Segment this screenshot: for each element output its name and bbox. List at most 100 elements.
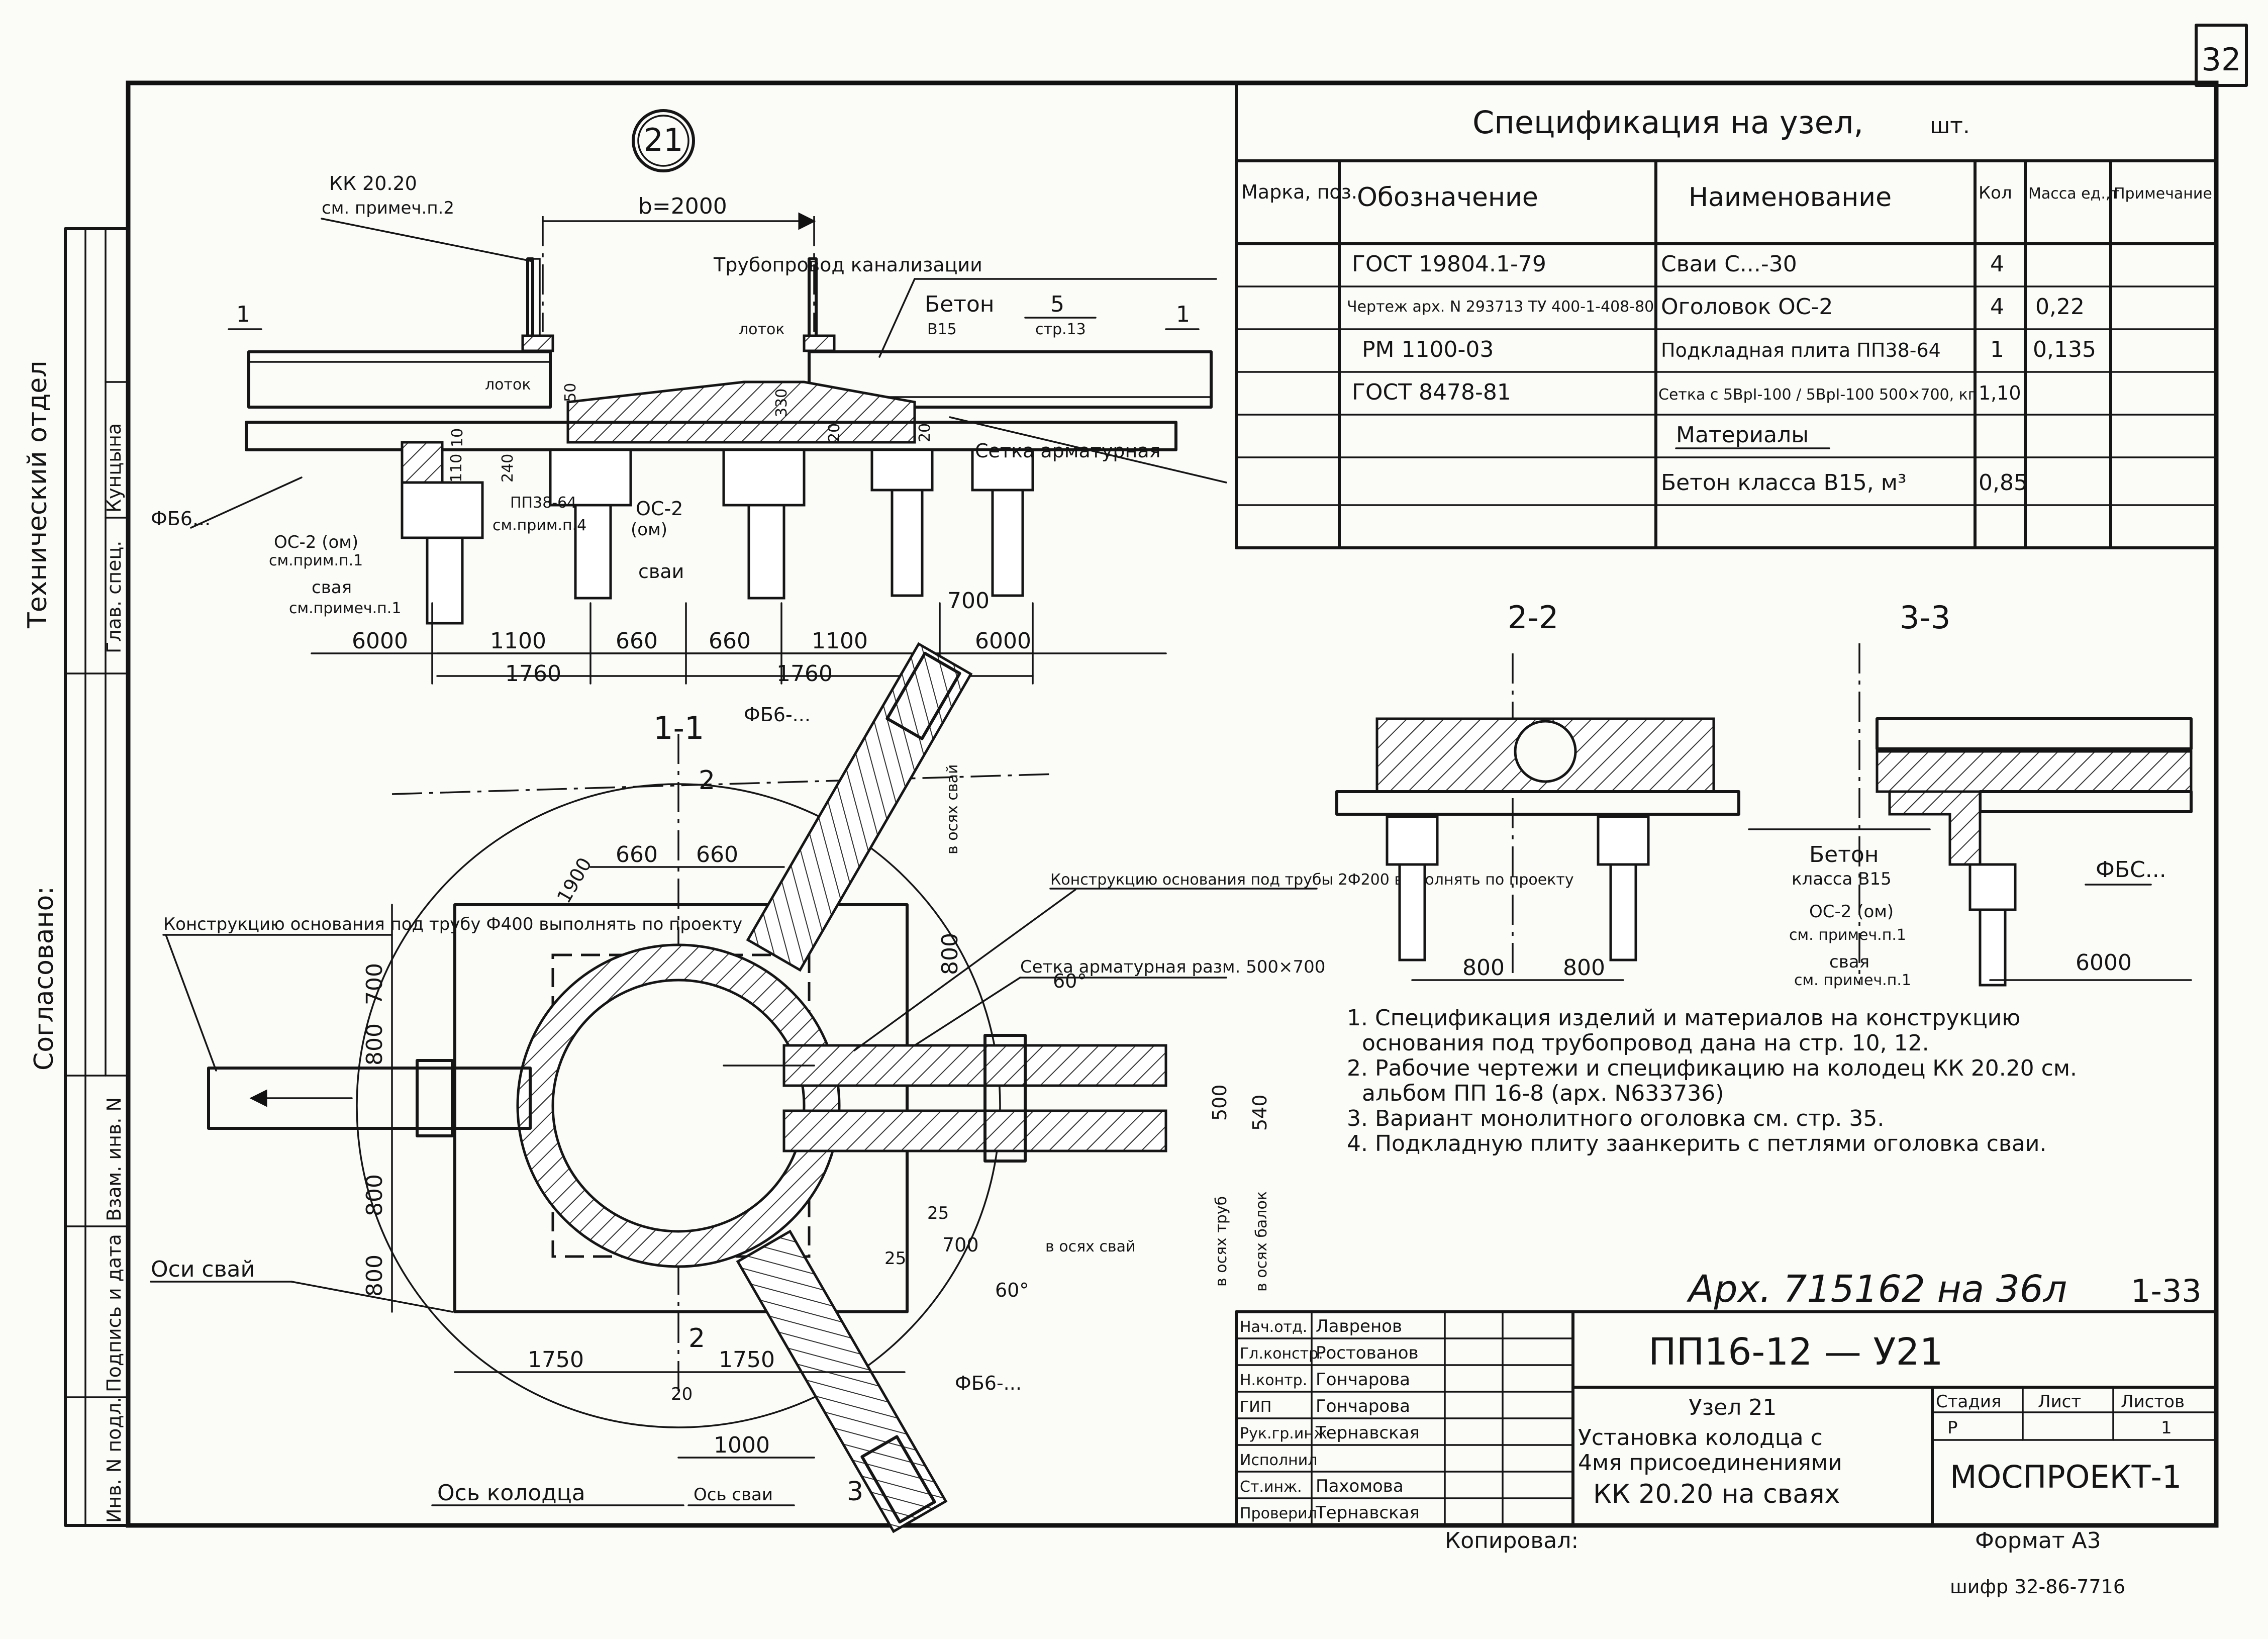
detail-ref: стр.13 <box>1035 321 1086 338</box>
stage-value: Р <box>1947 1418 1958 1438</box>
dim-660: 660 <box>696 842 738 867</box>
spec-row-name: Сваи С...-30 <box>1661 251 1797 277</box>
spec-header-note: Примечание <box>2114 185 2212 203</box>
spec-unit: шт. <box>1930 113 1970 139</box>
note-line: 3. Вариант монолитного оголовка см. стр.… <box>1347 1106 1884 1131</box>
role-name: Гончарова <box>1316 1396 1410 1416</box>
spec-row-designation: ГОСТ 19804.1-79 <box>1352 251 1546 277</box>
spec-table: Спецификация на узел, шт. Марка, поз. Об… <box>1235 81 2218 549</box>
dim-700: 700 <box>947 588 990 614</box>
role-label: Гл.констр. <box>1240 1345 1323 1363</box>
s33-svaya-note: см. примеч.п.1 <box>1794 972 1911 989</box>
dim-25: 25 <box>927 1203 949 1223</box>
om-label: (ом) <box>631 520 667 540</box>
spec-row-qty: 1 <box>1990 337 2004 362</box>
spec-title: Спецификация на узел, <box>1472 104 1863 141</box>
section-mark: 1 <box>1176 302 1190 327</box>
dim-1750: 1750 <box>528 1347 584 1373</box>
in-piles-label: в осях свай <box>944 764 961 854</box>
spec-row-name: Сетка с 5ВрI-100 / 5ВрI-100 500×700, кг <box>1658 386 1976 404</box>
dim-700b: 700 <box>942 1234 979 1256</box>
prim1-note: см.прим.п.1 <box>269 552 363 569</box>
sign-date-label: Подпись и дата <box>103 1234 125 1392</box>
dim-800: 800 <box>1462 955 1505 981</box>
s33-fbs: ФБС... <box>2096 857 2166 883</box>
role-name: Лавренов <box>1316 1316 1402 1336</box>
spec-row-qty: 4 <box>1990 251 2004 277</box>
dim-value: 1760 <box>505 661 561 687</box>
role-name: Пахомова <box>1316 1476 1404 1496</box>
drawing-code: ПП16-12 — У21 <box>1648 1330 1943 1374</box>
section-mark-2: 2 <box>688 1323 705 1354</box>
detail-number: 5 <box>1050 292 1064 317</box>
inv-orig-label: Инв. N подл. <box>103 1397 125 1523</box>
svai-label: сваи <box>638 560 684 583</box>
dim-800: 800 <box>362 1255 387 1297</box>
dim-value: 660 <box>616 628 658 654</box>
spec-header-mark: Марка, поз. <box>1241 181 1357 203</box>
role-label: Н.контр. <box>1240 1372 1307 1389</box>
page-number: 32 <box>2202 41 2241 78</box>
org-name: МОСПРОЕКТ-1 <box>1950 1459 2182 1495</box>
axis-piles-label: Оси свай <box>151 1257 255 1282</box>
spec-row-designation: Чертеж арх. N 293713 ТУ 400-1-408-80 <box>1347 298 1654 316</box>
stage-header: Стадия <box>1936 1392 2001 1412</box>
spec-row-designation: ГОСТ 8478-81 <box>1352 379 1511 405</box>
os2-label: ОС-2 <box>636 498 683 520</box>
inv-vzam-label: Взам. инв. N <box>103 1097 125 1221</box>
dim-800: 800 <box>362 1174 387 1216</box>
kk-note: см. примеч.п.2 <box>322 198 454 218</box>
spec-row-qty: 0,85 <box>1979 470 2028 496</box>
dim-value: 660 <box>709 628 751 654</box>
dim-800: 800 <box>362 1023 387 1066</box>
s33-os2-note: см. примеч.п.1 <box>1789 926 1906 944</box>
chief-spec-label: Глав. спец. <box>103 541 125 653</box>
s33-svaya: свая <box>1829 952 1869 972</box>
role-name: Гончарова <box>1316 1370 1410 1390</box>
dim-1900: 1900 <box>553 854 596 907</box>
concrete-class: В15 <box>927 321 957 338</box>
dim-1000: 1000 <box>714 1432 770 1458</box>
plan-mesh-label: Сетка арматурная разм. 500×700 <box>1020 957 1325 977</box>
note-line: 1. Спецификация изделий и материалов на … <box>1347 1005 2020 1031</box>
sheet-ref: 1-33 <box>2131 1273 2202 1309</box>
dim-800: 800 <box>937 933 963 975</box>
s33-os2: ОС-2 (ом) <box>1809 902 1894 922</box>
dim-20: 20 <box>671 1384 693 1404</box>
spec-row-name: Подкладная плита ПП38-64 <box>1661 339 1941 361</box>
spec-header-designation: Обозначение <box>1357 182 1538 213</box>
concrete-label: Бетон <box>925 292 995 317</box>
sheets-header: Листов <box>2121 1392 2185 1412</box>
dim-110: 110 <box>448 454 465 483</box>
spec-row-name: Материалы <box>1676 422 1809 448</box>
mesh-label: Сетка арматурная <box>975 440 1160 462</box>
format-label: Формат А3 <box>1975 1528 2101 1554</box>
notes: 1. Спецификация изделий и материалов на … <box>1347 1005 2077 1156</box>
sidebar-stamps: Технический отдел Согласовано: Глав. спе… <box>23 227 130 1527</box>
desc-line: КК 20.20 на сваях <box>1593 1479 1840 1509</box>
spec-header-qty: Кол <box>1979 183 2012 203</box>
section-2-2: 2-2 800 800 <box>1335 599 1740 981</box>
role-label: Ст.инж. <box>1240 1478 1302 1496</box>
spec-row-name: Бетон класса В15, м³ <box>1661 470 1907 496</box>
lotok-label: лоток <box>739 321 784 338</box>
role-label: Нач.отд. <box>1240 1318 1307 1336</box>
s33-concrete: Бетон <box>1809 842 1879 867</box>
dim-25: 25 <box>884 1248 906 1269</box>
dim-50: 50 <box>562 383 579 402</box>
svaya-note: см.примеч.п.1 <box>289 600 401 617</box>
fbs-label: ФБ6... <box>151 508 211 530</box>
desc-line: Установка колодца с <box>1578 1425 1823 1451</box>
spec-row-designation: РМ 1100-03 <box>1362 337 1494 362</box>
axis-well-label: Ось колодца <box>437 1480 585 1506</box>
role-name: Тернавская <box>1315 1423 1420 1443</box>
lotok-label: лоток <box>485 376 531 394</box>
sheet-header: Лист <box>2038 1392 2081 1412</box>
a60: 60° <box>995 1279 1029 1301</box>
os2om-label: ОС-2 (ом) <box>274 532 358 552</box>
archive-note: Арх. 715162 на 36л <box>1687 1268 2067 1311</box>
a60: 60° <box>1053 970 1087 992</box>
title-block: Нач.отд. Лавренов Гл.констр. Ростованов … <box>1235 1310 2218 1598</box>
cipher-label: шифр 32-86-7716 <box>1950 1576 2125 1598</box>
